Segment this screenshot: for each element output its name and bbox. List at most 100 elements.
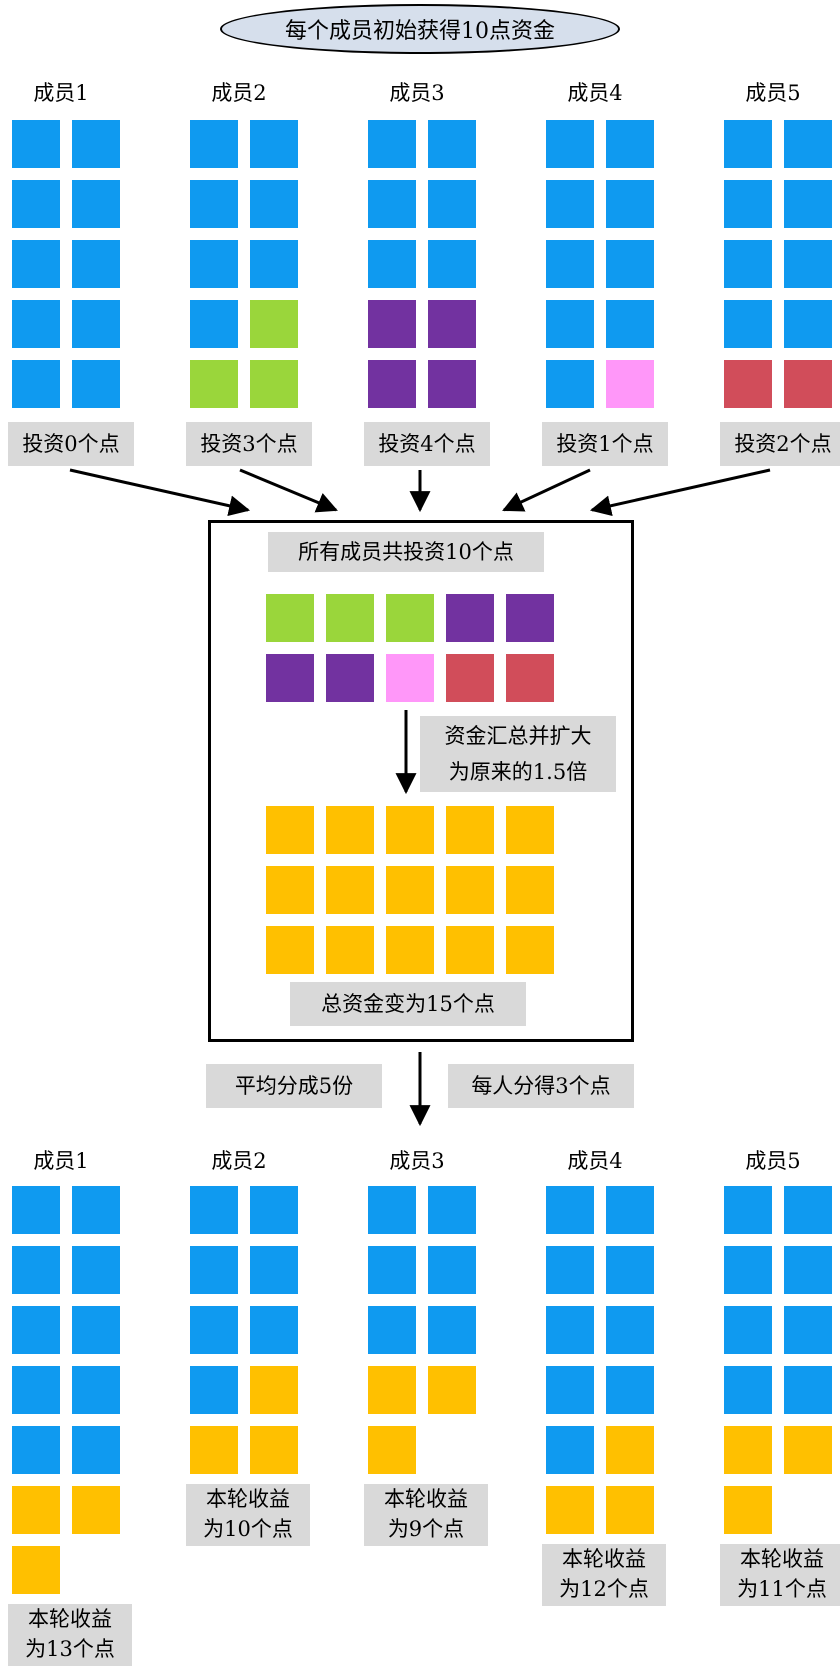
retained-square bbox=[190, 1306, 238, 1354]
member-label-top-2: 成员2 bbox=[211, 81, 267, 105]
retained-square bbox=[12, 1366, 60, 1414]
arrow-member4-to-pool bbox=[502, 468, 591, 512]
total-square bbox=[326, 866, 374, 914]
return-square bbox=[250, 1366, 298, 1414]
retained-square bbox=[428, 1306, 476, 1354]
pool-box bbox=[208, 520, 634, 1042]
return-square bbox=[190, 1426, 238, 1474]
gain-label-line2: 为10个点 bbox=[203, 1517, 293, 1541]
fund-square bbox=[784, 120, 832, 168]
retained-square bbox=[724, 1306, 772, 1354]
fund-square bbox=[606, 240, 654, 288]
member-label-bottom-1: 成员1 bbox=[33, 1149, 89, 1173]
total-label-text: 总资金变为15个点 bbox=[321, 992, 495, 1016]
total-square bbox=[386, 806, 434, 854]
fund-square bbox=[606, 360, 654, 408]
pool-heading-text: 所有成员共投资10个点 bbox=[298, 540, 514, 564]
member-label-top-5: 成员5 bbox=[745, 81, 801, 105]
return-square bbox=[606, 1486, 654, 1534]
retained-square bbox=[12, 1306, 60, 1354]
pool-square bbox=[326, 654, 374, 702]
return-square bbox=[784, 1426, 832, 1474]
multiply-note: 资金汇总并扩大 为原来的1.5倍 bbox=[420, 716, 616, 792]
fund-square bbox=[368, 240, 416, 288]
fund-square bbox=[190, 300, 238, 348]
fund-square bbox=[72, 360, 120, 408]
retained-square bbox=[606, 1306, 654, 1354]
retained-square bbox=[546, 1366, 594, 1414]
return-square bbox=[428, 1366, 476, 1414]
retained-square bbox=[546, 1186, 594, 1234]
retained-square bbox=[12, 1186, 60, 1234]
total-square bbox=[266, 926, 314, 974]
retained-square bbox=[546, 1246, 594, 1294]
split-label: 平均分成5份 bbox=[206, 1064, 382, 1108]
gain-label-5: 本轮收益为11个点 bbox=[720, 1544, 840, 1606]
fund-square bbox=[546, 300, 594, 348]
retained-square bbox=[546, 1426, 594, 1474]
invest-label-2: 投资3个点 bbox=[186, 422, 312, 466]
retained-square bbox=[784, 1366, 832, 1414]
total-square bbox=[386, 926, 434, 974]
gain-label-2: 本轮收益为10个点 bbox=[186, 1484, 310, 1546]
total-square bbox=[446, 926, 494, 974]
retained-square bbox=[784, 1246, 832, 1294]
retained-square bbox=[72, 1426, 120, 1474]
return-square bbox=[12, 1546, 60, 1594]
return-square bbox=[368, 1426, 416, 1474]
pool-square bbox=[266, 654, 314, 702]
return-square bbox=[12, 1486, 60, 1534]
fund-square bbox=[784, 300, 832, 348]
fund-square bbox=[190, 120, 238, 168]
share-label-text: 每人分得3个点 bbox=[471, 1074, 611, 1098]
arrow-member2-to-pool bbox=[239, 468, 338, 513]
fund-square bbox=[784, 360, 832, 408]
arrow-member1-to-pool bbox=[69, 468, 251, 517]
pool-square bbox=[326, 594, 374, 642]
gain-label-line1: 本轮收益 bbox=[740, 1547, 824, 1571]
retained-square bbox=[190, 1366, 238, 1414]
return-square bbox=[546, 1486, 594, 1534]
fund-square bbox=[190, 360, 238, 408]
retained-square bbox=[190, 1246, 238, 1294]
fund-square bbox=[72, 120, 120, 168]
fund-square bbox=[724, 300, 772, 348]
gain-label-line2: 为13个点 bbox=[25, 1637, 115, 1661]
fund-square bbox=[72, 180, 120, 228]
gain-label-line1: 本轮收益 bbox=[28, 1607, 112, 1631]
retained-square bbox=[72, 1246, 120, 1294]
gain-label-4: 本轮收益为12个点 bbox=[542, 1544, 666, 1606]
retained-square bbox=[606, 1186, 654, 1234]
fund-square bbox=[428, 180, 476, 228]
retained-square bbox=[72, 1186, 120, 1234]
title-text: 每个成员初始获得10点资金 bbox=[285, 19, 555, 44]
retained-square bbox=[368, 1186, 416, 1234]
total-square bbox=[266, 866, 314, 914]
retained-square bbox=[724, 1246, 772, 1294]
total-square bbox=[386, 866, 434, 914]
retained-square bbox=[250, 1246, 298, 1294]
member-label-top-1: 成员1 bbox=[33, 81, 89, 105]
invest-label-5: 投资2个点 bbox=[720, 422, 840, 466]
retained-square bbox=[368, 1246, 416, 1294]
retained-square bbox=[72, 1306, 120, 1354]
retained-square bbox=[784, 1306, 832, 1354]
invest-label-1: 投资0个点 bbox=[8, 422, 134, 466]
fund-square bbox=[546, 360, 594, 408]
return-square bbox=[250, 1426, 298, 1474]
total-square bbox=[506, 806, 554, 854]
fund-square bbox=[724, 360, 772, 408]
fund-square bbox=[250, 180, 298, 228]
fund-square bbox=[606, 300, 654, 348]
split-label-text: 平均分成5份 bbox=[234, 1074, 354, 1098]
share-label: 每人分得3个点 bbox=[448, 1064, 634, 1108]
fund-square bbox=[250, 300, 298, 348]
gain-label-line1: 本轮收益 bbox=[384, 1487, 468, 1511]
gain-label-line1: 本轮收益 bbox=[562, 1547, 646, 1571]
fund-square bbox=[428, 120, 476, 168]
total-label: 总资金变为15个点 bbox=[290, 982, 526, 1026]
member-label-top-4: 成员4 bbox=[567, 81, 623, 105]
pool-square bbox=[506, 654, 554, 702]
fund-square bbox=[428, 360, 476, 408]
